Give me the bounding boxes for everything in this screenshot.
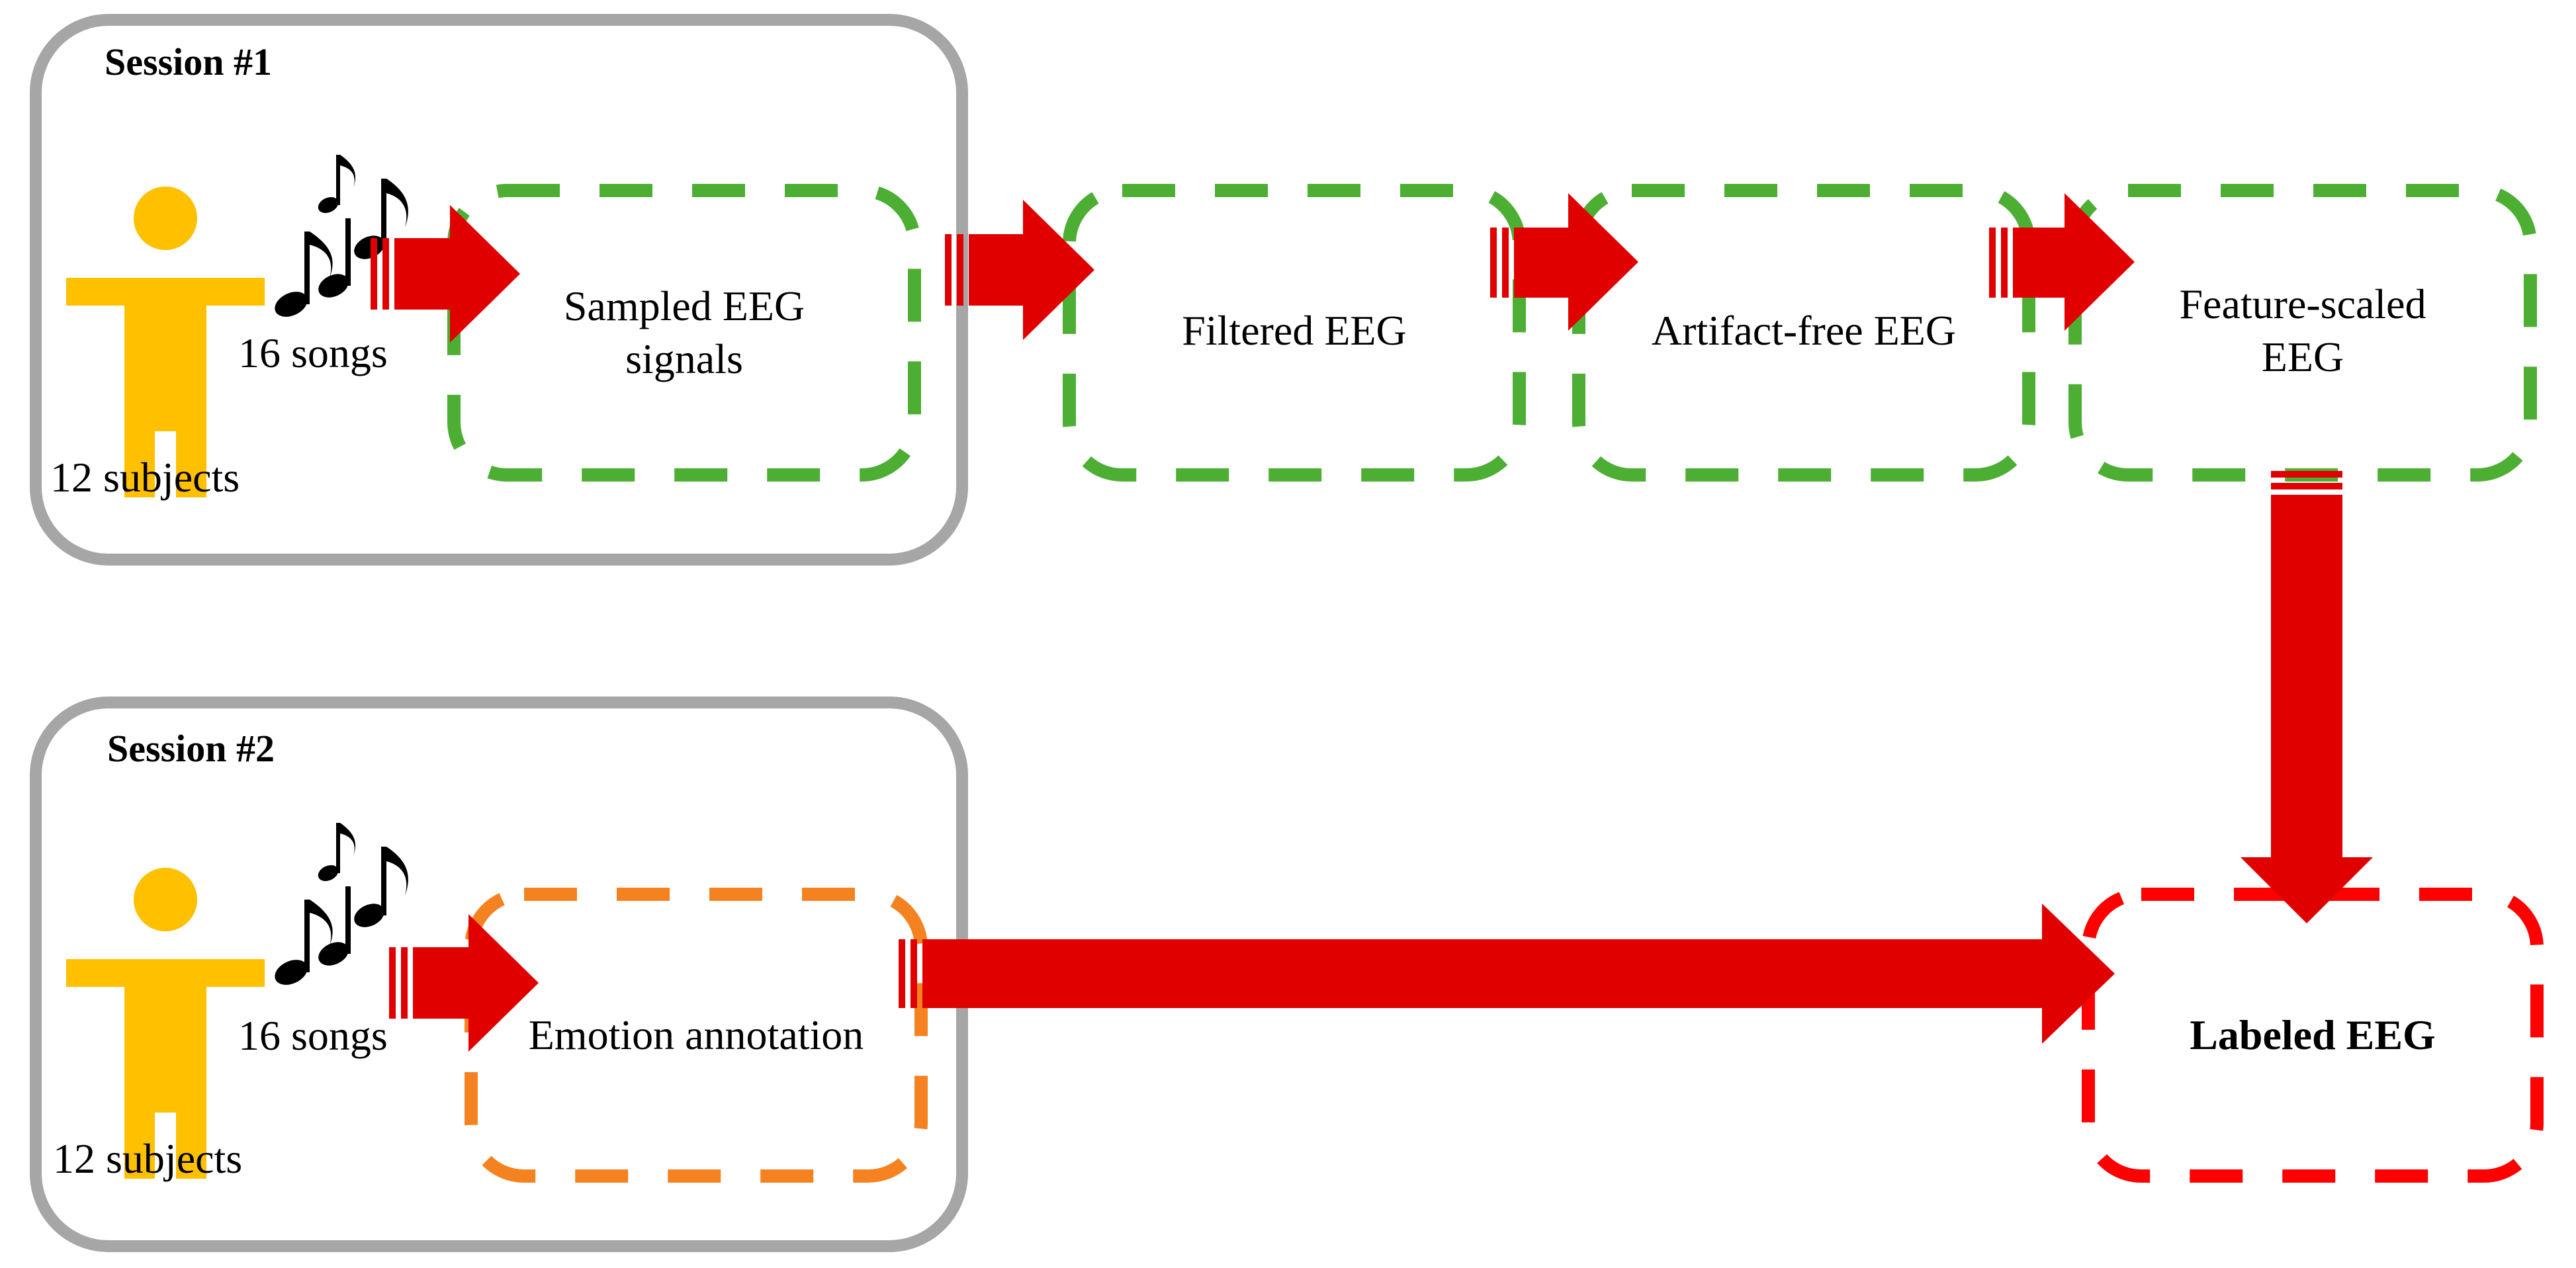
arrow-sampled-to-filtered <box>945 200 1094 340</box>
arrow-filtered-to-artifact <box>1490 193 1638 331</box>
filtered-eeg-label: Filtered EEG <box>1182 307 1407 354</box>
labeled-eeg-label: Labeled EEG <box>2190 1011 2436 1058</box>
artifact-free-eeg-label: Artifact-free EEG <box>1651 307 1957 354</box>
arrow-annotation-to-labeled <box>899 904 2115 1044</box>
session-1-title: Session #1 <box>105 40 273 83</box>
feature-scaled-eeg-label-line1: Feature-scaled <box>2179 280 2426 327</box>
session-2-title: Session #2 <box>107 727 275 770</box>
music-notes-icon-session-2 <box>271 823 408 990</box>
artifact-free-eeg-box <box>1572 184 2035 482</box>
sampled-eeg-label-line1: Sampled EEG <box>563 282 805 329</box>
feature-scaled-eeg-label-line2: EEG <box>2261 333 2344 380</box>
sampled-eeg-label-line2: signals <box>625 335 743 382</box>
arrow-scaled-to-labeled <box>2241 471 2373 923</box>
session-2-subjects-label: 12 subjects <box>53 1135 243 1182</box>
arrow-artifact-to-scaled <box>1989 193 2135 331</box>
labeled-eeg-box <box>2082 888 2544 1183</box>
arrow-subject-to-sampled <box>371 205 520 343</box>
arrow-subject-to-annotation <box>389 914 539 1052</box>
filtered-eeg-box <box>1063 184 1526 482</box>
feature-scaled-eeg-label: Feature-scaled EEG <box>2179 278 2426 384</box>
session-2-songs-label: 16 songs <box>238 1012 388 1059</box>
session-1-subjects-label: 12 subjects <box>50 454 240 501</box>
emotion-annotation-box <box>465 888 928 1183</box>
emotion-annotation-label: Emotion annotation <box>528 1011 864 1058</box>
session-1-songs-label: 16 songs <box>238 329 388 376</box>
sampled-eeg-label: Sampled EEG signals <box>564 280 805 386</box>
